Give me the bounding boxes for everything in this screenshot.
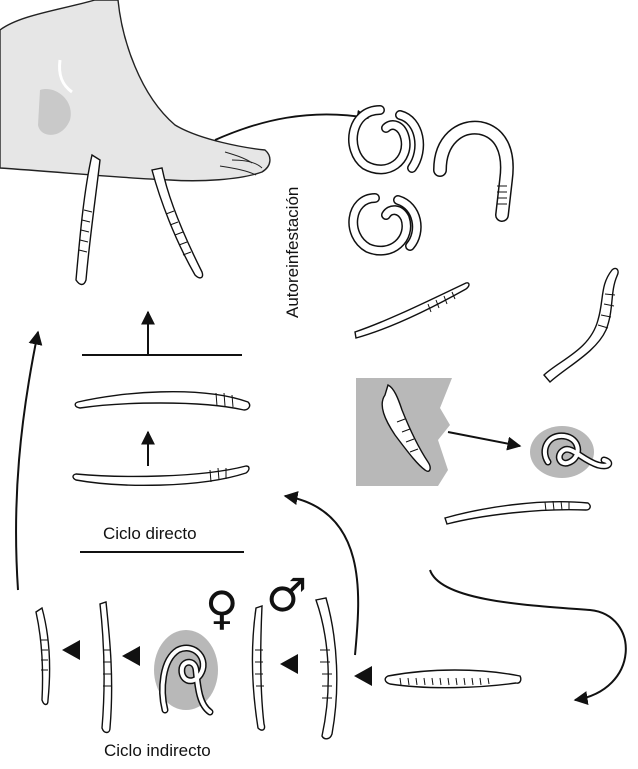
arrow-soil-to-egg [448,432,520,446]
larva-free [445,501,590,524]
male-symbol-icon: ♂ [266,572,307,618]
direct-cycle [73,312,250,552]
larva-wavy [544,268,618,382]
egg-larva-right [530,426,609,478]
label-indirect-cycle: Ciclo indirecto [104,741,211,761]
soil-panel [356,378,452,486]
label-direct-cycle: Ciclo directo [103,524,197,544]
foot-illustration [0,0,270,181]
coiled-worm-2 [353,198,417,251]
hook-worm [440,128,507,215]
arrow-foot-to-intestine [215,114,368,140]
larva-penetrating-2 [152,168,203,278]
larva-autoinfection [355,283,469,338]
female-symbol-icon: ♀ [205,585,239,631]
arrow-indirect-to-skin [16,332,38,590]
label-autoinfection: Autoreinfestación [283,187,303,318]
coiled-worm-1 [353,110,419,169]
